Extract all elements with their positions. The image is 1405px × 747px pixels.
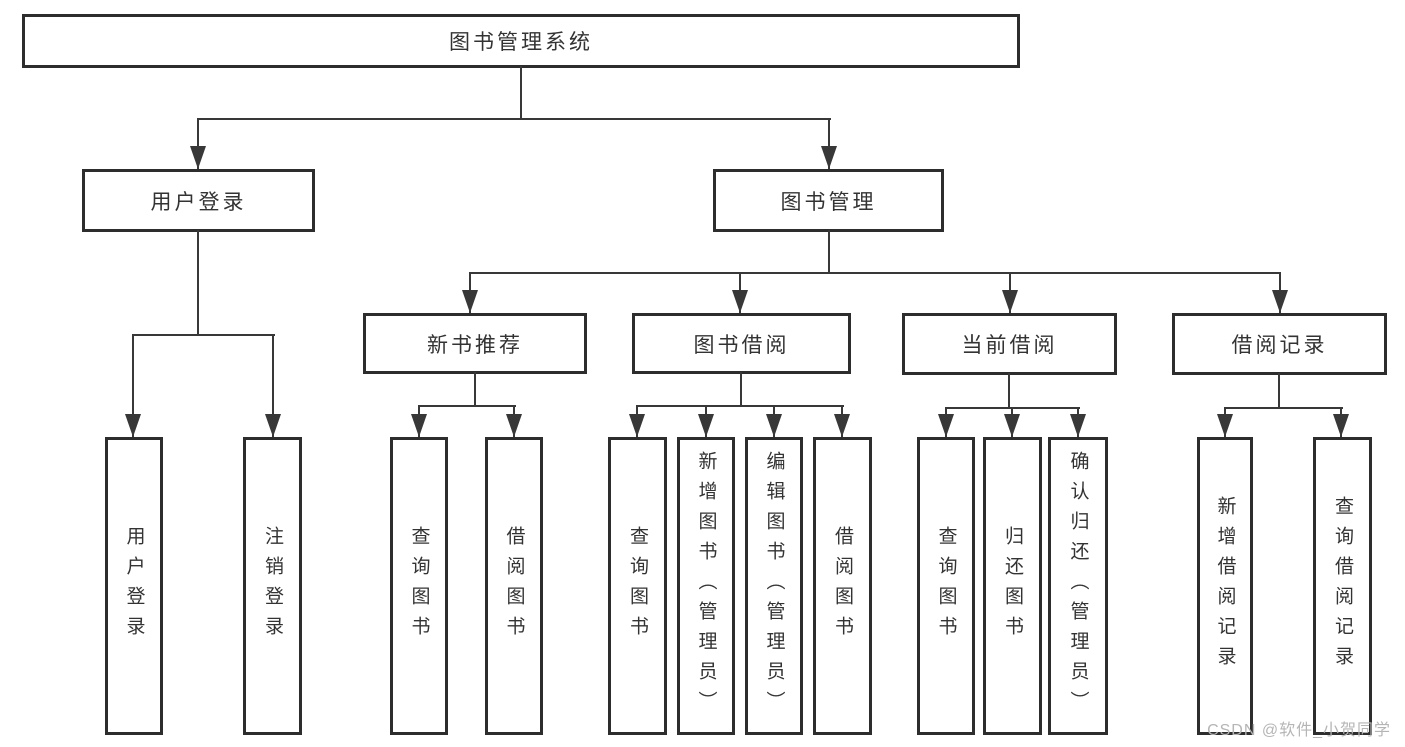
leaf-query-books-borrowing: 查询图书 [608,437,667,735]
arrow-down-icon [821,146,837,169]
node-new-book-recommendation: 新书推荐 [363,313,587,374]
arrow-down-icon [190,146,206,169]
leaf-query-borrow-record: 查询借阅记录 [1313,437,1372,735]
node-book-management: 图书管理 [713,169,944,232]
leaf-label: 归还图书 [1002,526,1023,646]
arrow-down-icon [462,290,478,313]
arrow-down-icon [1070,414,1086,437]
node-label: 图书管理 [780,190,877,214]
node-label: 用户登录 [150,190,247,214]
leaf-query-books-recommend: 查询图书 [390,437,448,735]
arrow-down-icon [732,290,748,313]
arrow-down-icon [1217,414,1233,437]
leaf-label: 查询借阅记录 [1332,496,1353,676]
leaf-label: 编辑图书（管理员） [763,451,785,721]
connector-line [828,118,830,169]
arrow-down-icon [125,414,141,437]
leaf-label: 注销登录 [262,526,283,646]
leaf-edit-books-admin: 编辑图书（管理员） [745,437,803,735]
arrow-down-icon [506,414,522,437]
arrow-down-icon [938,414,954,437]
connector-line [197,118,199,169]
leaf-borrow-books: 借阅图书 [813,437,872,735]
leaf-label: 查询图书 [935,526,957,646]
node-user-login: 用户登录 [82,169,315,232]
node-borrowing-records: 借阅记录 [1172,313,1387,375]
node-label: 新书推荐 [427,333,523,357]
leaf-confirm-return-admin: 确认归还（管理员） [1048,437,1108,735]
csdn-watermark: CSDN @软件_小贺同学 [1207,722,1391,739]
leaf-label: 确认归还（管理员） [1067,451,1089,721]
arrow-down-icon [1002,290,1018,313]
leaf-label: 查询图书 [408,526,430,646]
node-book-borrowing: 图书借阅 [632,313,851,374]
connector-line [474,372,476,407]
leaf-logout: 注销登录 [243,437,302,735]
leaf-return-books: 归还图书 [983,437,1042,735]
node-label: 当前借阅 [961,334,1058,357]
node-label: 图书管理系统 [449,31,593,54]
node-label: 图书借阅 [693,333,790,357]
connector-line [828,230,830,274]
leaf-add-books-admin: 新增图书（管理员） [677,437,735,735]
arrow-down-icon [265,414,281,437]
node-current-borrowing: 当前借阅 [902,313,1117,375]
connector-line [1224,407,1343,409]
node-library-management-system: 图书管理系统 [22,14,1020,68]
leaf-query-books-current: 查询图书 [917,437,975,735]
connector-line [469,272,1281,274]
arrow-down-icon [766,414,782,437]
connector-line [418,405,516,407]
connector-line [197,230,199,336]
connector-line [520,66,522,120]
leaf-label: 借阅图书 [503,526,525,646]
leaf-borrow-books-recommend: 借阅图书 [485,437,543,735]
arrow-down-icon [629,414,645,437]
arrow-down-icon [834,414,850,437]
leaf-label: 借阅图书 [832,526,853,646]
node-label: 借阅记录 [1231,334,1328,357]
arrow-down-icon [698,414,714,437]
arrow-down-icon [411,414,427,437]
leaf-label: 用户登录 [123,526,145,646]
connector-line [740,372,742,407]
connector-line [1008,373,1010,409]
leaf-user-login: 用户登录 [105,437,163,735]
leaf-label: 新增图书（管理员） [695,451,717,721]
connector-line [1278,373,1280,409]
connector-line [132,334,134,437]
arrow-down-icon [1272,290,1288,313]
connector-line [636,405,844,407]
connector-line [197,118,831,120]
arrow-down-icon [1333,414,1349,437]
leaf-add-borrow-record: 新增借阅记录 [1197,437,1253,735]
connector-line [272,334,274,437]
leaf-label: 查询图书 [627,526,648,646]
leaf-label: 新增借阅记录 [1214,496,1236,676]
connector-line [132,334,275,336]
arrow-down-icon [1004,414,1020,437]
